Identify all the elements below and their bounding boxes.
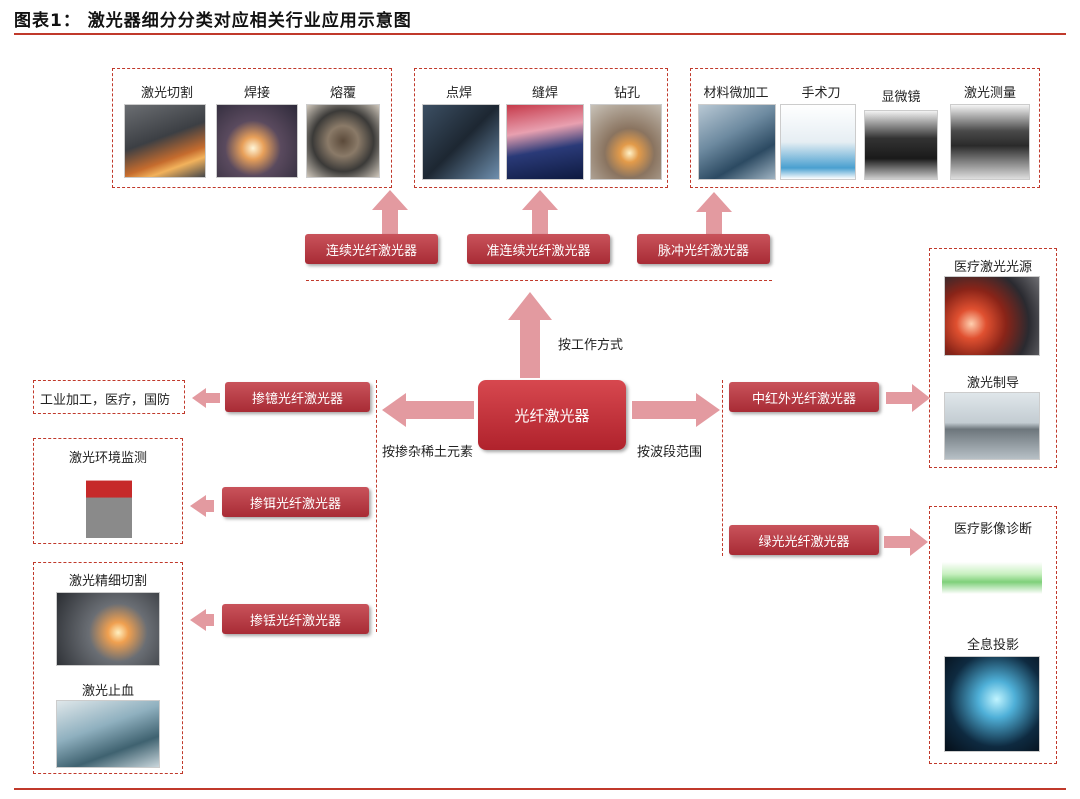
type-mid-infrared: 中红外光纤激光器 bbox=[729, 382, 879, 412]
app-label: 材料微加工 bbox=[703, 86, 769, 101]
missile-guidance-photo bbox=[944, 392, 1040, 460]
app-box-ytterbium bbox=[33, 380, 185, 414]
arrow-up-continuous bbox=[372, 190, 408, 236]
top-group-continuous bbox=[112, 68, 392, 188]
method-wavelength: 按波段范围 bbox=[637, 445, 703, 460]
type-continuous: 连续光纤激光器 bbox=[305, 234, 438, 264]
app-green-imaging: 医疗影像诊断 bbox=[953, 522, 1032, 537]
micro-machining-photo bbox=[698, 104, 776, 180]
arrow-left-erbium bbox=[190, 495, 214, 517]
type-thulium: 掺铥光纤激光器 bbox=[222, 604, 369, 634]
app-label: 激光切割 bbox=[140, 86, 193, 101]
drilling-photo bbox=[590, 104, 662, 180]
top-group-quasi bbox=[414, 68, 668, 188]
app-label: 激光测量 bbox=[963, 86, 1016, 101]
arrow-right-midir bbox=[886, 384, 930, 412]
top-rule bbox=[14, 33, 1066, 35]
figure-title: 图表1： 激光器细分分类对应相关行业应用示意图 bbox=[14, 11, 412, 31]
app-label: 缝焊 bbox=[531, 86, 558, 101]
cladding-photo bbox=[306, 104, 380, 178]
type-erbium: 掺铒光纤激光器 bbox=[222, 487, 369, 517]
spot-welding-photo bbox=[422, 104, 500, 180]
app-thulium-cutting: 激光精细切割 bbox=[68, 574, 147, 589]
arrow-right-green bbox=[884, 528, 928, 556]
app-label: 显微镜 bbox=[881, 90, 921, 105]
arrow-left-ytterbium bbox=[192, 388, 220, 408]
hemostasis-photo bbox=[56, 700, 160, 768]
monitoring-station-photo bbox=[86, 470, 132, 538]
app-erbium: 激光环境监测 bbox=[68, 451, 147, 466]
arrow-up-quasi bbox=[522, 190, 558, 236]
arrow-left-thulium bbox=[190, 609, 214, 631]
app-box-erbium bbox=[33, 438, 183, 544]
arrow-up-center bbox=[508, 292, 552, 378]
welding-photo bbox=[216, 104, 298, 178]
app-label: 钻孔 bbox=[613, 86, 640, 101]
center-fiber-laser: 光纤激光器 bbox=[478, 380, 626, 450]
app-label: 焊接 bbox=[243, 86, 270, 101]
app-midir-guidance: 激光制导 bbox=[966, 376, 1019, 391]
app-box-mid-ir bbox=[929, 248, 1057, 468]
scalpel-photo bbox=[780, 104, 856, 180]
app-label: 点焊 bbox=[445, 86, 472, 101]
top-types-underline bbox=[306, 280, 772, 281]
laser-measurement-photo bbox=[950, 104, 1030, 180]
app-midir-medical: 医疗激光光源 bbox=[953, 260, 1032, 275]
fine-cutting-photo bbox=[56, 592, 160, 666]
type-ytterbium: 掺镱光纤激光器 bbox=[225, 382, 370, 412]
app-ytterbium: 工业加工，医疗，国防 bbox=[40, 393, 171, 408]
app-thulium-hemostasis: 激光止血 bbox=[81, 684, 134, 699]
type-green: 绿光光纤激光器 bbox=[729, 525, 879, 555]
app-box-thulium bbox=[33, 562, 183, 774]
app-label: 熔覆 bbox=[329, 86, 356, 101]
imaging-diagram bbox=[942, 538, 1042, 618]
arrow-right-center bbox=[632, 393, 720, 427]
method-work-mode: 按工作方式 bbox=[558, 338, 624, 353]
type-quasi-continuous: 准连续光纤激光器 bbox=[467, 234, 610, 264]
arrow-left-center bbox=[382, 393, 474, 427]
bottom-rule bbox=[14, 788, 1066, 790]
arrow-up-pulsed bbox=[696, 192, 732, 236]
type-pulsed: 脉冲光纤激光器 bbox=[637, 234, 770, 264]
left-types-bracket bbox=[376, 380, 377, 632]
seam-welding-photo bbox=[506, 104, 584, 180]
right-types-bracket bbox=[722, 380, 723, 556]
laser-cutting-photo bbox=[124, 104, 206, 178]
app-green-hologram: 全息投影 bbox=[966, 638, 1019, 653]
hologram-photo bbox=[944, 656, 1040, 752]
app-box-green bbox=[929, 506, 1057, 764]
medical-laser-photo bbox=[944, 276, 1040, 356]
microscope-photo bbox=[864, 110, 938, 180]
app-label: 手术刀 bbox=[801, 86, 841, 101]
top-group-pulsed bbox=[690, 68, 1040, 188]
method-doping: 按掺杂稀土元素 bbox=[382, 445, 474, 460]
